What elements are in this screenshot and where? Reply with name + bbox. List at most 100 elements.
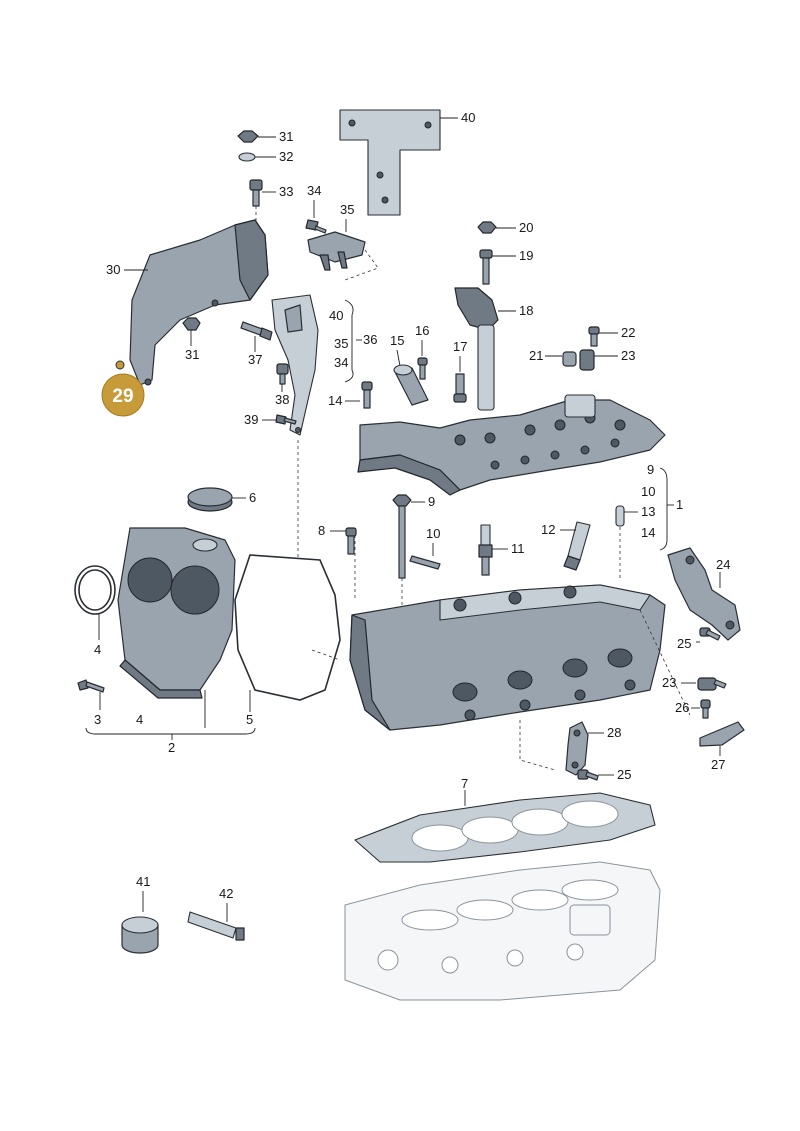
label-12: 12 bbox=[541, 522, 555, 537]
sealant-tube-part-12 bbox=[560, 521, 591, 571]
label-24: 24 bbox=[716, 557, 730, 572]
bracket-part-36 bbox=[271, 294, 319, 436]
label-40-top: 40 bbox=[461, 110, 475, 125]
bolt-part-9-long bbox=[392, 494, 425, 579]
label-35-top: 35 bbox=[340, 202, 354, 217]
bracket-plate-part-40 bbox=[339, 109, 458, 216]
label-16: 16 bbox=[415, 323, 429, 338]
label-5: 5 bbox=[246, 712, 253, 727]
valve-part-15 bbox=[393, 349, 429, 406]
sensor-part-23-lower bbox=[681, 677, 727, 691]
label-27: 27 bbox=[711, 757, 725, 772]
bolt-part-34 bbox=[305, 200, 327, 234]
lifting-eye-part-24 bbox=[667, 547, 741, 641]
label-34-top: 34 bbox=[307, 183, 321, 198]
label-2: 2 bbox=[168, 740, 175, 755]
bolt-part-25-lower bbox=[577, 769, 614, 781]
spark-plug-part-11 bbox=[478, 524, 508, 576]
bolt-part-38 bbox=[276, 363, 289, 392]
label-10-bolt: 10 bbox=[426, 526, 440, 541]
nut-part-31-top bbox=[237, 130, 276, 143]
bolt-part-22 bbox=[588, 326, 618, 347]
label-39: 39 bbox=[244, 412, 258, 427]
bolt-part-16 bbox=[417, 340, 428, 380]
engine-block-ghost bbox=[344, 861, 661, 1001]
label-25-right: 25 bbox=[677, 636, 691, 651]
bracket-part-27 bbox=[699, 721, 745, 756]
label-35-bracket: 35 bbox=[334, 336, 348, 351]
bolt-part-29-highlighted bbox=[101, 360, 145, 417]
label-20: 20 bbox=[519, 220, 533, 235]
stud-part-19 bbox=[479, 249, 516, 285]
label-33: 33 bbox=[279, 184, 293, 199]
label-9-right: 9 bbox=[647, 462, 654, 477]
label-13: 13 bbox=[641, 504, 655, 519]
label-36: 36 bbox=[363, 332, 377, 347]
label-11: 11 bbox=[511, 541, 525, 556]
sensor-part-17 bbox=[453, 356, 467, 403]
label-38: 38 bbox=[275, 392, 289, 407]
bolt-part-14-top bbox=[345, 381, 373, 409]
label-21: 21 bbox=[529, 348, 543, 363]
bolt-part-26 bbox=[691, 699, 711, 719]
highlight-badge[interactable] bbox=[101, 373, 145, 417]
label-18: 18 bbox=[519, 303, 533, 318]
label-14-top: 14 bbox=[328, 393, 342, 408]
bolt-part-10 bbox=[409, 543, 441, 570]
label-30: 30 bbox=[106, 262, 120, 277]
label-9-bolt: 9 bbox=[428, 494, 435, 509]
label-32: 32 bbox=[279, 149, 293, 164]
label-23-top: 23 bbox=[621, 348, 635, 363]
label-4-ring: 4 bbox=[94, 642, 101, 657]
label-31-lower: 31 bbox=[185, 347, 199, 362]
bracket-part-28 bbox=[565, 721, 604, 776]
label-4-cover: 4 bbox=[136, 712, 143, 727]
bolt-part-25-right bbox=[696, 627, 721, 643]
heat-shield-part-30 bbox=[124, 219, 269, 386]
plug-part-21 bbox=[545, 351, 577, 367]
washer-part-32 bbox=[238, 152, 276, 162]
label-14-right: 14 bbox=[641, 525, 655, 540]
dowel-part-13 bbox=[615, 505, 638, 527]
label-42: 42 bbox=[219, 886, 233, 901]
label-3: 3 bbox=[94, 712, 101, 727]
stud-part-37 bbox=[240, 321, 273, 352]
sealing-cap-part-41 bbox=[121, 891, 159, 954]
nut-part-31-lower bbox=[182, 317, 201, 346]
label-34-bracket: 34 bbox=[334, 355, 348, 370]
sensor-part-23-top bbox=[579, 349, 618, 371]
timing-cover-part-4 bbox=[117, 527, 236, 699]
label-6: 6 bbox=[249, 490, 256, 505]
bolt-part-8 bbox=[330, 527, 357, 555]
oil-filler-cap-part-6 bbox=[187, 487, 246, 512]
label-31-top: 31 bbox=[279, 129, 293, 144]
ignition-coil-part-18 bbox=[454, 287, 516, 411]
cover-gasket-part-5 bbox=[234, 554, 341, 712]
sealant-tube-part-42 bbox=[187, 903, 245, 941]
label-37: 37 bbox=[248, 352, 262, 367]
seal-ring-part-4 bbox=[74, 565, 116, 640]
label-15: 15 bbox=[390, 333, 404, 348]
label-40-bracket: 40 bbox=[329, 308, 343, 323]
bolt-part-33 bbox=[249, 179, 276, 225]
label-10-right: 10 bbox=[641, 484, 655, 499]
pressure-sensor-part-35 bbox=[307, 219, 379, 281]
label-25-lower: 25 bbox=[617, 767, 631, 782]
highlight-badge-number: 29 bbox=[112, 386, 133, 407]
label-41: 41 bbox=[136, 874, 150, 889]
label-28: 28 bbox=[607, 725, 621, 740]
label-17: 17 bbox=[453, 339, 467, 354]
bolt-part-39 bbox=[262, 414, 297, 425]
nut-part-20 bbox=[477, 221, 516, 234]
label-1: 1 bbox=[676, 497, 683, 512]
bolt-part-3 bbox=[77, 679, 105, 710]
label-26: 26 bbox=[675, 700, 689, 715]
cylinder-head-main bbox=[349, 584, 666, 731]
label-7: 7 bbox=[461, 776, 468, 791]
label-8: 8 bbox=[318, 523, 325, 538]
label-23-lower: 23 bbox=[662, 675, 676, 690]
label-19: 19 bbox=[519, 248, 533, 263]
camshaft-housing-part-9 bbox=[357, 394, 666, 496]
label-22: 22 bbox=[621, 325, 635, 340]
